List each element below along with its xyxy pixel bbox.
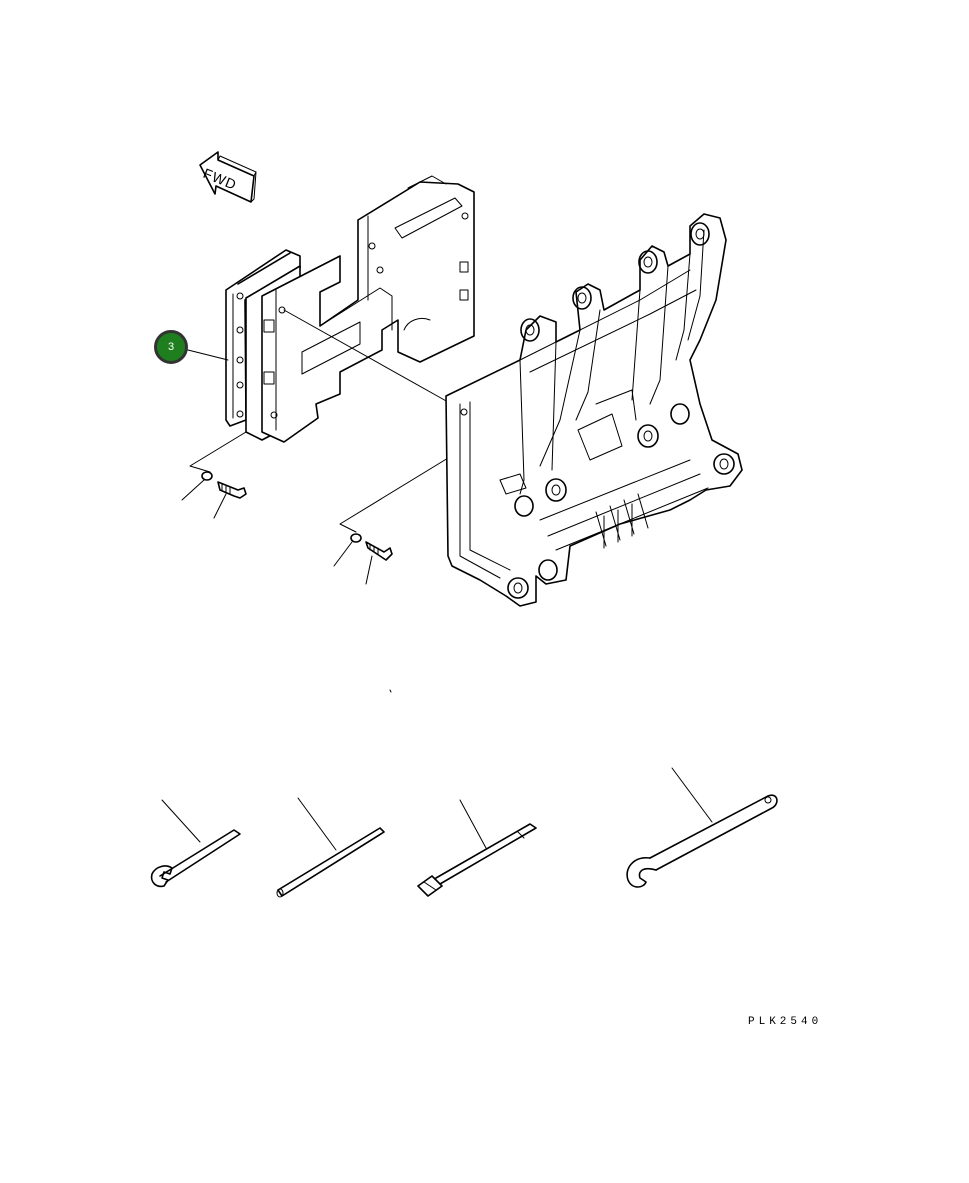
extension-bar-tool	[417, 799, 537, 897]
rod-tool	[276, 797, 385, 898]
bolt-washer-1	[181, 471, 247, 519]
fwd-arrow-icon	[199, 151, 257, 203]
main-frame-assembly	[445, 213, 743, 607]
mounting-plate	[261, 175, 475, 443]
wrench-tool	[150, 799, 241, 888]
stray-mark	[389, 689, 392, 693]
drawing-number: PLK2540	[748, 1016, 823, 1028]
callout-bubble-3[interactable]: 3	[154, 330, 188, 364]
bolt-washer-2	[333, 533, 393, 585]
callout-number: 3	[167, 341, 175, 353]
callout-leader-line	[187, 349, 229, 361]
hook-spanner-tool	[626, 767, 778, 888]
